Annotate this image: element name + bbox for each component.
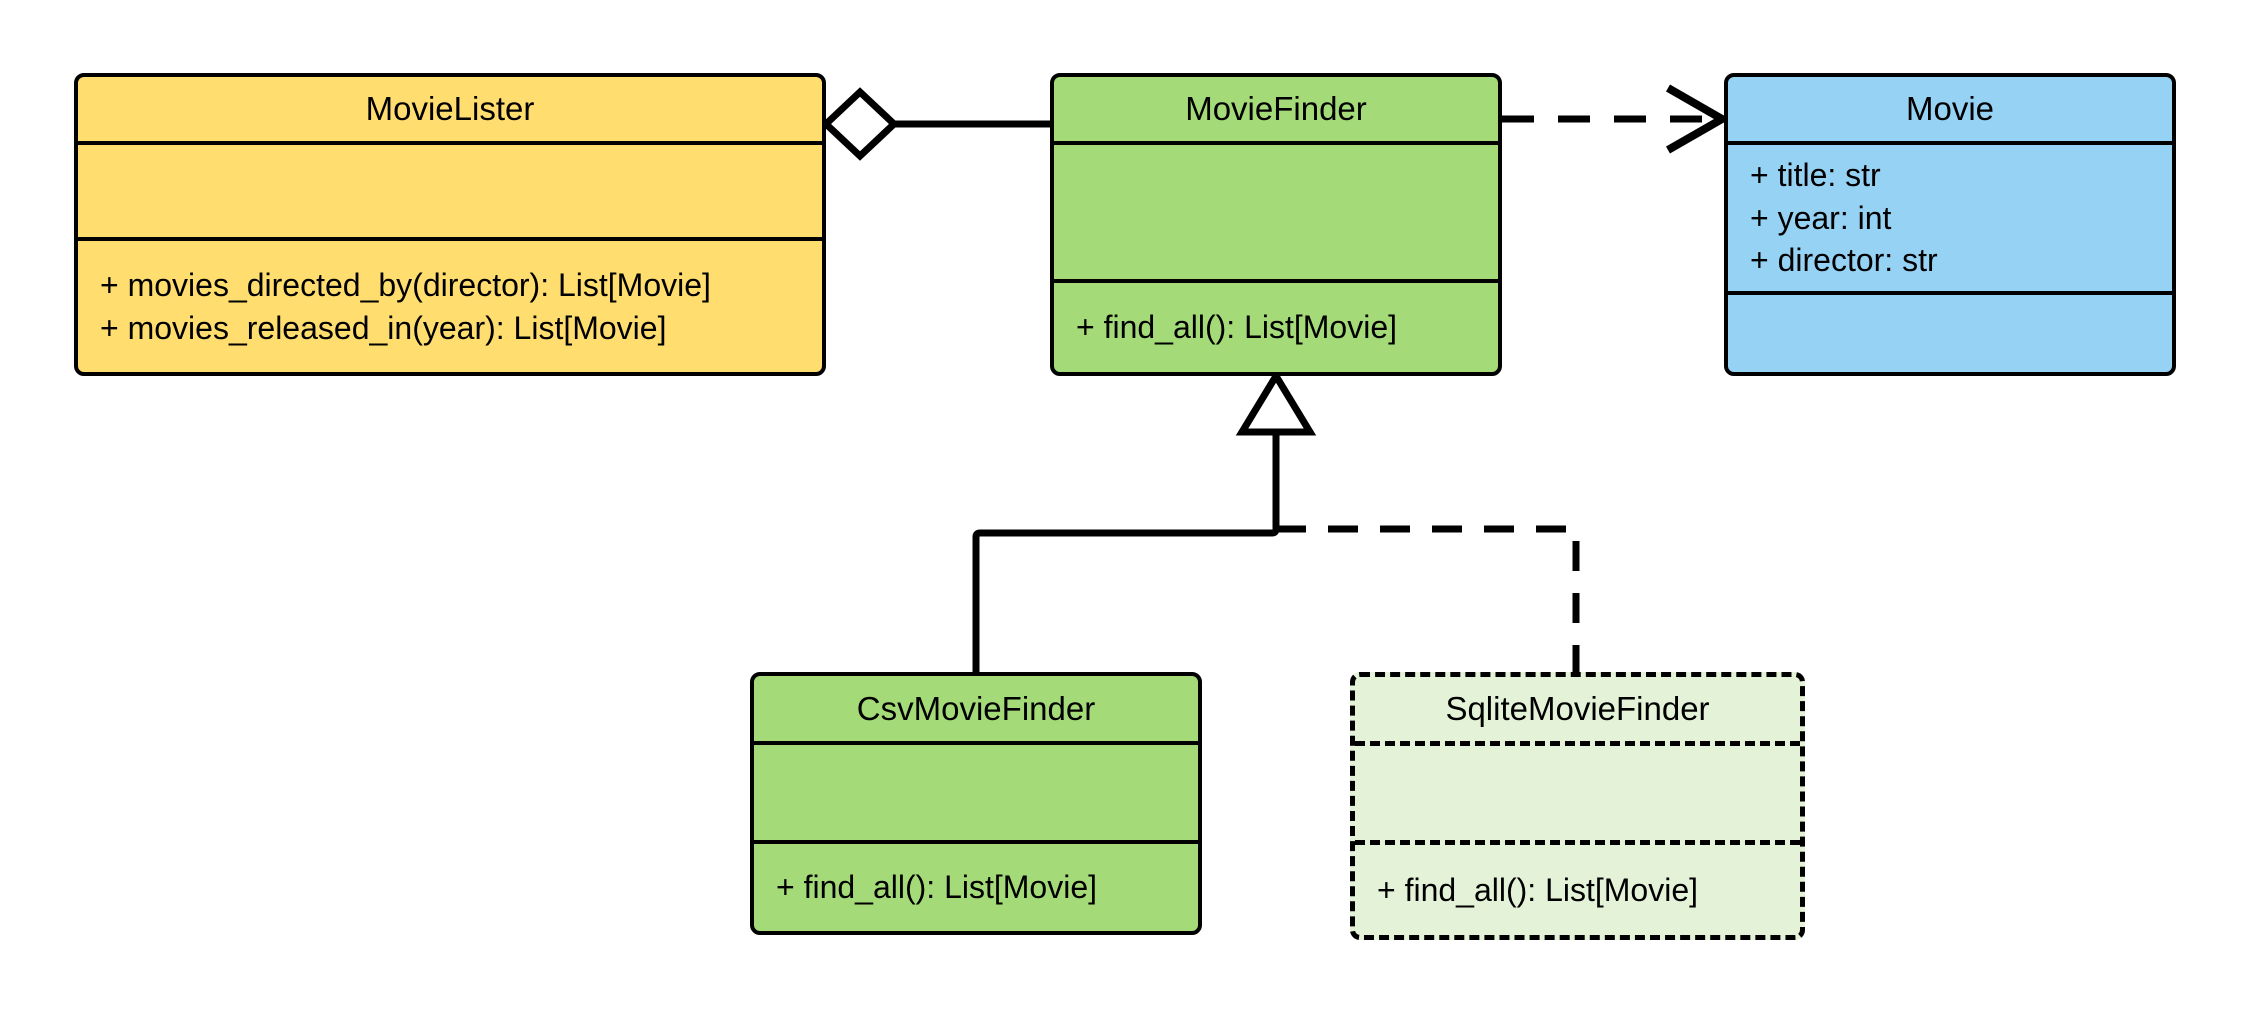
method-line: + find_all(): List[Movie]	[1076, 309, 1398, 346]
dependency-moviefinder-movie[interactable]	[1502, 84, 1731, 154]
class-title-compartment: MovieLister	[78, 77, 822, 145]
class-name-sqlitemoviefinder: SqliteMovieFinder	[1445, 690, 1710, 728]
class-attributes-compartment	[1054, 145, 1498, 283]
generalization-branch-solid	[972, 526, 1280, 672]
class-box-moviefinder[interactable]: MovieFinder + find_all(): List[Movie]	[1050, 73, 1502, 376]
attribute-line: + year: int	[1750, 199, 1892, 236]
attribute-line: + title: str	[1750, 156, 1881, 193]
class-attributes-compartment	[78, 145, 822, 241]
method-line: + movies_directed_by(director): List[Mov…	[100, 266, 711, 303]
class-name-movielister: MovieLister	[365, 90, 535, 128]
class-name-movie: Movie	[1905, 90, 1995, 128]
class-box-sqlitemoviefinder[interactable]: SqliteMovieFinder + find_all(): List[Mov…	[1350, 672, 1805, 940]
class-attributes-compartment	[754, 745, 1198, 844]
class-methods-compartment	[1728, 295, 2172, 372]
class-methods-compartment: + find_all(): List[Movie]	[1355, 845, 1800, 935]
class-name-csvmoviefinder: CsvMovieFinder	[856, 689, 1096, 727]
class-name-moviefinder: MovieFinder	[1185, 90, 1367, 128]
method-line: + movies_released_in(year): List[Movie]	[100, 309, 667, 346]
generalization-hub	[1235, 369, 1317, 526]
hollow-diamond-icon	[820, 87, 900, 161]
class-title-compartment: Movie	[1728, 77, 2172, 145]
class-methods-compartment: + movies_directed_by(director): List[Mov…	[78, 241, 822, 372]
open-arrow-icon	[1666, 84, 1731, 154]
class-box-csvmoviefinder[interactable]: CsvMovieFinder + find_all(): List[Movie]	[750, 672, 1202, 935]
class-title-compartment: MovieFinder	[1054, 77, 1498, 145]
class-title-compartment: CsvMovieFinder	[754, 676, 1198, 745]
aggregation-movielister-moviefinder[interactable]	[820, 87, 1050, 161]
hollow-triangle-icon	[1235, 369, 1317, 436]
class-box-movielister[interactable]: MovieLister + movies_directed_by(directo…	[74, 73, 826, 376]
class-attributes-compartment	[1355, 746, 1800, 845]
class-title-compartment: SqliteMovieFinder	[1355, 677, 1800, 746]
class-attributes-compartment: + title: str + year: int + director: str	[1728, 145, 2172, 295]
method-line: + find_all(): List[Movie]	[1377, 871, 1699, 908]
attribute-line: + director: str	[1750, 242, 1938, 279]
class-box-movie[interactable]: Movie + title: str + year: int + directo…	[1724, 73, 2176, 376]
generalization-sqlitemoviefinder[interactable]	[1276, 525, 1580, 672]
generalization-branch-dashed	[1276, 525, 1580, 672]
method-line: + find_all(): List[Movie]	[776, 869, 1098, 906]
generalization-csvmoviefinder[interactable]	[972, 526, 1280, 672]
class-methods-compartment: + find_all(): List[Movie]	[1054, 283, 1498, 372]
class-methods-compartment: + find_all(): List[Movie]	[754, 844, 1198, 931]
